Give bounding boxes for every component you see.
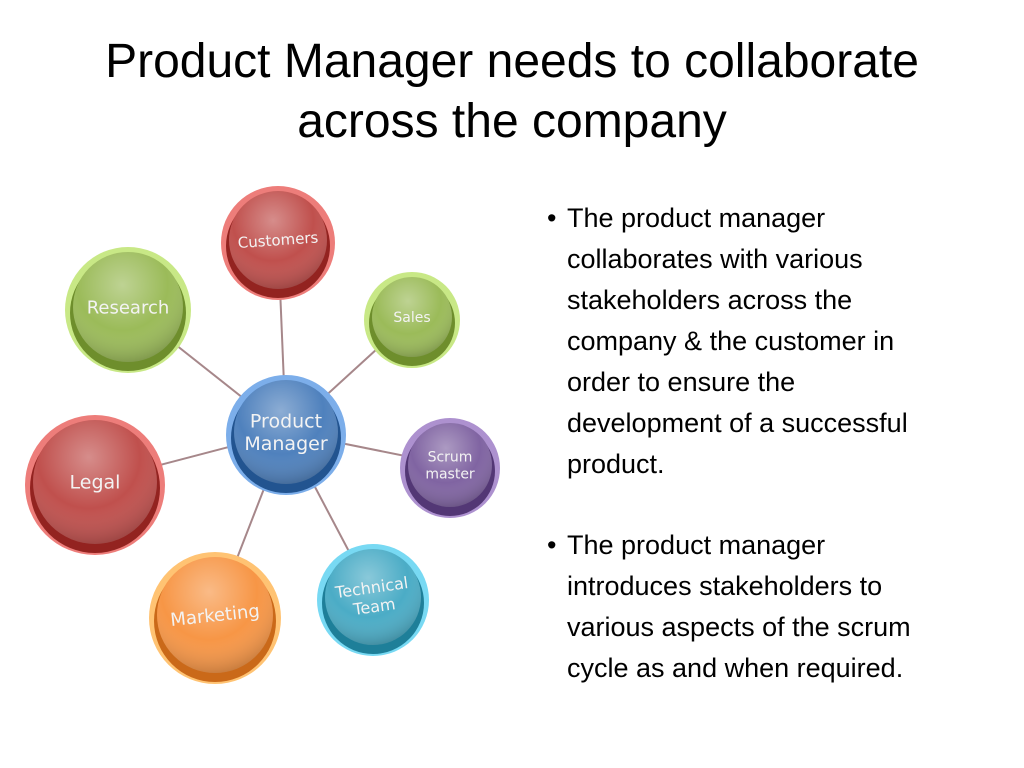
bullet-1-line-2: collaborates with various: [567, 244, 863, 274]
bullet-1-line-5: order to ensure the: [567, 367, 795, 397]
bullet-marker: •: [547, 525, 556, 566]
node-technical-team: TechnicalTeam: [317, 544, 429, 656]
node-customers: Customers: [221, 186, 335, 300]
title-line-1: Product Manager needs to collaborate: [105, 35, 919, 88]
bullet-2-line-3: various aspects of the scrum: [567, 612, 911, 642]
node-research: Research: [65, 247, 191, 373]
bullet-1-line-3: stakeholders across the: [567, 285, 852, 315]
node-label-sales: Sales: [393, 310, 430, 326]
slide-title: Product Manager needs to collaborate acr…: [0, 32, 1024, 152]
bullet-list: • The product manager collaborates with …: [545, 198, 1005, 729]
bullet-1-line-4: company & the customer in: [567, 326, 894, 356]
node-label-research: Research: [87, 297, 170, 318]
bullet-2-line-4: cycle as and when required.: [567, 653, 903, 683]
title-line-2: across the company: [297, 95, 727, 148]
bullet-1-line-6: development of a successful: [567, 408, 908, 438]
node-sales: Sales: [364, 272, 460, 368]
bullet-marker: •: [547, 198, 556, 239]
bullet-1-line-1: The product manager: [567, 203, 825, 233]
bullet-2-line-1: The product manager: [567, 530, 825, 560]
node-marketing: Marketing: [149, 552, 281, 684]
node-label-legal: Legal: [70, 472, 121, 494]
bullet-2-line-2: introduces stakeholders to: [567, 571, 882, 601]
node-legal: Legal: [25, 415, 165, 555]
bullet-item-1: • The product manager collaborates with …: [545, 198, 1005, 485]
bullet-1-line-7: product.: [567, 449, 665, 479]
bullet-item-2: • The product manager introduces stakeho…: [545, 525, 1005, 689]
